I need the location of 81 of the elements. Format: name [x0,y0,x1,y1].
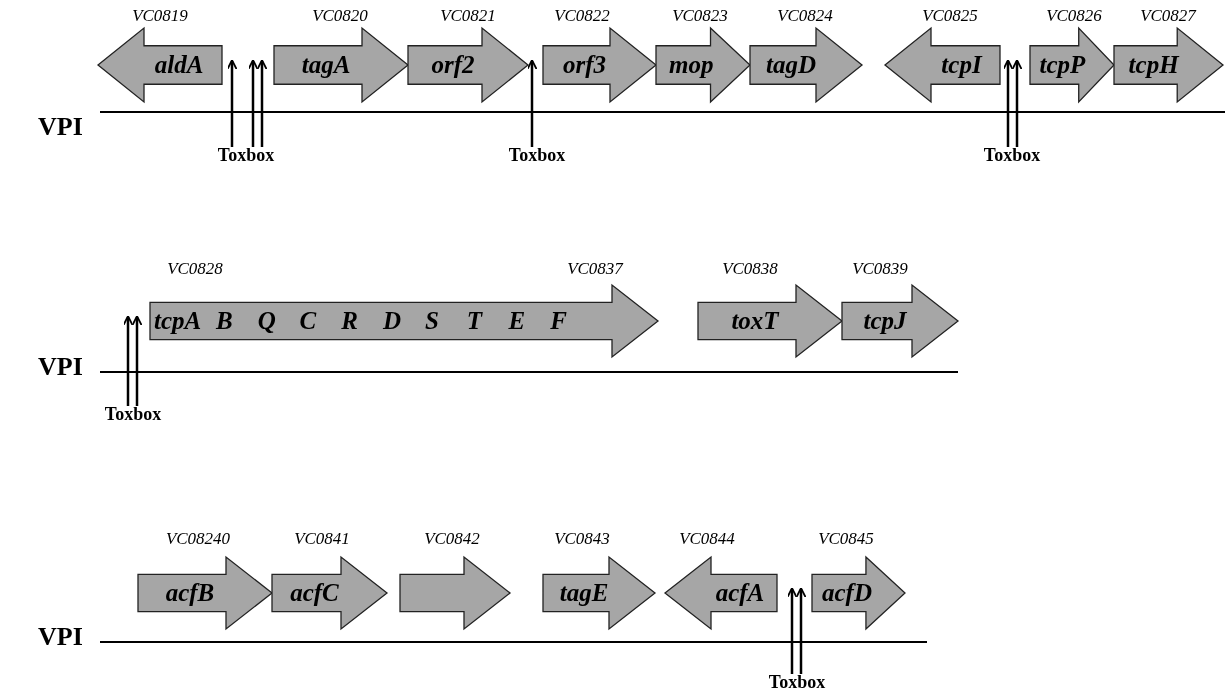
site-arrow [1002,59,1014,147]
gene-name: tagE [559,580,609,605]
locus-tag: VC0838 [722,259,778,279]
site-label: Toxbox [508,145,566,166]
site-label: Toxbox [217,145,275,166]
gene-name: tcpI [941,52,982,77]
gene-name: tagA [301,52,351,77]
locus-tag: VC0845 [818,529,874,549]
region-label: VPI [38,622,83,652]
site-arrow [247,59,259,147]
locus-tag: VC08240 [165,529,231,549]
site-label: Toxbox [983,145,1041,166]
site-arrow [795,587,807,674]
gene-symbol [665,557,777,629]
region-label: VPI [38,352,83,382]
gene-name: R [341,308,358,333]
locus-tag: VC0820 [312,6,368,26]
gene-name: acfB [165,580,215,605]
gene-symbol [543,557,655,629]
locus-tag: VC0839 [852,259,908,279]
gene-name: orf3 [562,52,607,77]
region-label: VPI [38,112,83,142]
locus-tag: VC0828 [167,259,223,279]
locus-tag: VC0821 [440,6,496,26]
locus-tag: VC0843 [554,529,610,549]
gene-name: D [383,308,402,333]
gene-symbol [272,557,387,629]
site-arrow [256,59,268,147]
site-arrow [526,59,538,147]
site-label: Toxbox [104,404,162,425]
gene-name: tcpA [154,308,202,333]
gene-symbol [408,28,528,102]
locus-tag: VC0825 [922,6,978,26]
gene-name: mop [669,52,714,77]
gene-symbol [138,557,272,629]
site-arrow [122,315,134,406]
gene-symbol [698,285,842,357]
gene-name: F [550,308,567,333]
gene-name: tcpH [1128,52,1179,77]
locus-tag: VC0837 [567,259,623,279]
gene-symbol [656,28,750,102]
gene-name: toxT [731,308,779,333]
gene-symbol [885,28,1000,102]
gene-symbol [1114,28,1223,102]
locus-tag: VC0841 [294,529,350,549]
site-arrow [131,315,143,406]
gene-name: acfD [822,580,872,605]
gene-symbol [543,28,656,102]
gene-symbol [812,557,905,629]
gene-name: Q [257,308,276,333]
gene-name: acfA [715,580,765,605]
gene-symbol [750,28,862,102]
site-arrow [226,59,238,147]
gene-name: tagD [766,52,816,77]
locus-tag: VC0826 [1046,6,1102,26]
locus-tag: VC0844 [679,529,735,549]
site-arrow [1011,59,1023,147]
gene-name: acfC [290,580,339,605]
gene-name: tcpJ [863,308,907,333]
gene-name: B [216,308,233,333]
gene-name: aldA [154,52,204,77]
site-arrow [786,587,798,674]
locus-tag: VC0823 [672,6,728,26]
gene-name: S [424,308,439,333]
gene-symbol [98,28,222,102]
site-label: Toxbox [768,672,826,693]
locus-tag: VC0827 [1140,6,1196,26]
locus-tag: VC0822 [554,6,610,26]
locus-tag: VC0819 [132,6,188,26]
gene-symbol [400,557,510,629]
gene-name: T [466,308,482,333]
gene-name: orf2 [431,52,475,77]
locus-tag: VC0842 [424,529,480,549]
gene-symbol [842,285,958,357]
gene-symbol [1030,28,1114,102]
gene-name: E [508,308,526,333]
gene-symbol [150,285,658,357]
gene-name: C [299,308,317,333]
gene-symbol [274,28,408,102]
locus-tag: VC0824 [777,6,833,26]
gene-name: tcpP [1039,52,1086,77]
